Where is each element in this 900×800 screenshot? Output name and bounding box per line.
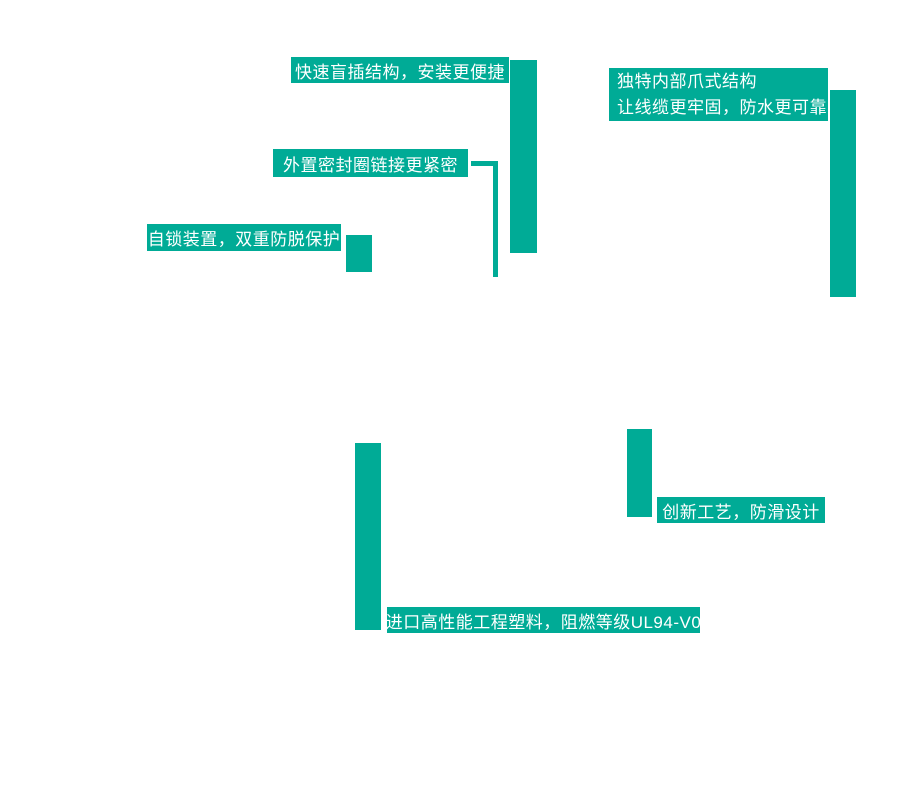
callout-label-anti-slip: 创新工艺，防滑设计 [657,497,825,523]
callout-label-claw-structure: 独特内部爪式结构 让线缆更牢固，防水更可靠 [609,68,828,121]
callout-claw-line1: 独特内部爪式结构 [617,71,757,91]
callout-label-material: 进口高性能工程塑料，阻燃等级UL94-V0 [386,607,701,633]
callout-bar-quick-insert [510,60,537,253]
callout-bar-anti-slip [627,429,652,517]
callout-label-self-lock: 自锁装置，双重防脱保护 [147,224,341,251]
callout-block-self-lock [346,235,372,272]
connector-line-horizontal [471,161,498,166]
callout-label-seal-ring: 外置密封圈链接更紧密 [273,149,468,177]
callout-label-quick-insert: 快速盲插结构，安装更便捷 [291,57,509,83]
connector-line-vertical [493,161,498,277]
callout-bar-material [355,443,381,630]
callout-claw-line2: 让线缆更牢固，防水更可靠 [617,97,827,117]
callout-bar-claw-structure [830,90,856,297]
